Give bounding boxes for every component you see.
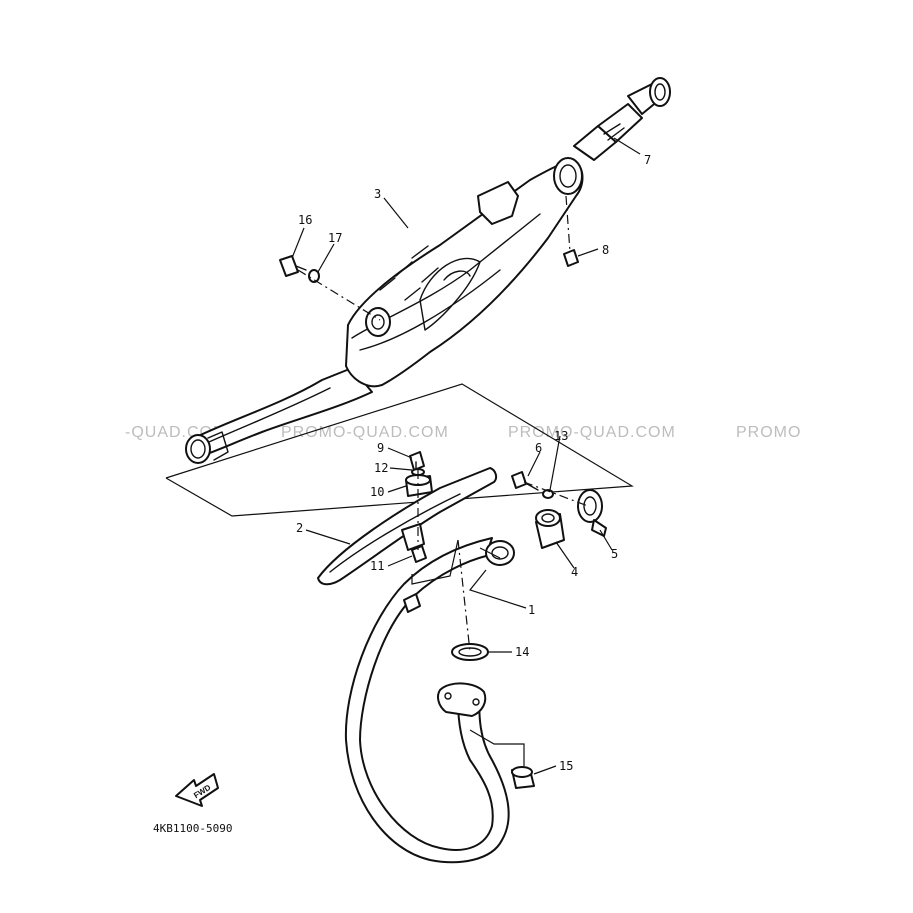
assembly-axis-line	[565, 195, 571, 253]
assembly-frame-line	[165, 383, 634, 517]
leader-lines	[291, 137, 641, 775]
callout-number: 4	[571, 565, 578, 579]
callout-number: 15	[559, 759, 573, 773]
callout-number: 10	[370, 485, 384, 499]
callout-number: 9	[377, 441, 384, 455]
assembly-axis-line	[297, 269, 381, 321]
mount-hardware-stack	[405, 451, 433, 563]
header-pipe-part	[344, 537, 515, 864]
clamp-part	[577, 489, 607, 537]
callout-number: 14	[515, 645, 529, 659]
callout-number: 16	[298, 213, 312, 227]
assembly-axis-line	[523, 481, 589, 507]
callout-number: 7	[644, 153, 651, 167]
callout-number: 5	[611, 547, 618, 561]
gasket-part	[451, 643, 489, 661]
forward-arrow-icon: FWD	[175, 773, 219, 807]
callout-number: 12	[374, 461, 388, 475]
diagram-code: 4KB1100-5090	[153, 822, 232, 835]
callout-number: 2	[296, 521, 303, 535]
callout-number: 13	[554, 429, 568, 443]
watermark-text: PROMO	[736, 424, 801, 441]
washer-part	[308, 269, 320, 283]
callout-number: 3	[374, 187, 381, 201]
callout-number: 8	[602, 243, 609, 257]
callout-number: 1	[528, 603, 535, 617]
collar-part	[535, 509, 565, 549]
muffler-part	[185, 157, 584, 464]
bolt-part	[511, 471, 539, 491]
washer-part	[542, 489, 554, 499]
callout-number: 11	[370, 559, 384, 573]
bolt-part	[563, 249, 579, 267]
watermark-text: PROMO-QUAD.COM	[281, 424, 449, 441]
callout-number: 6	[535, 441, 542, 455]
bolt-part	[279, 255, 307, 277]
nut-part	[511, 766, 535, 789]
callout-number: 17	[328, 231, 342, 245]
spark-arrester-part	[573, 77, 671, 161]
